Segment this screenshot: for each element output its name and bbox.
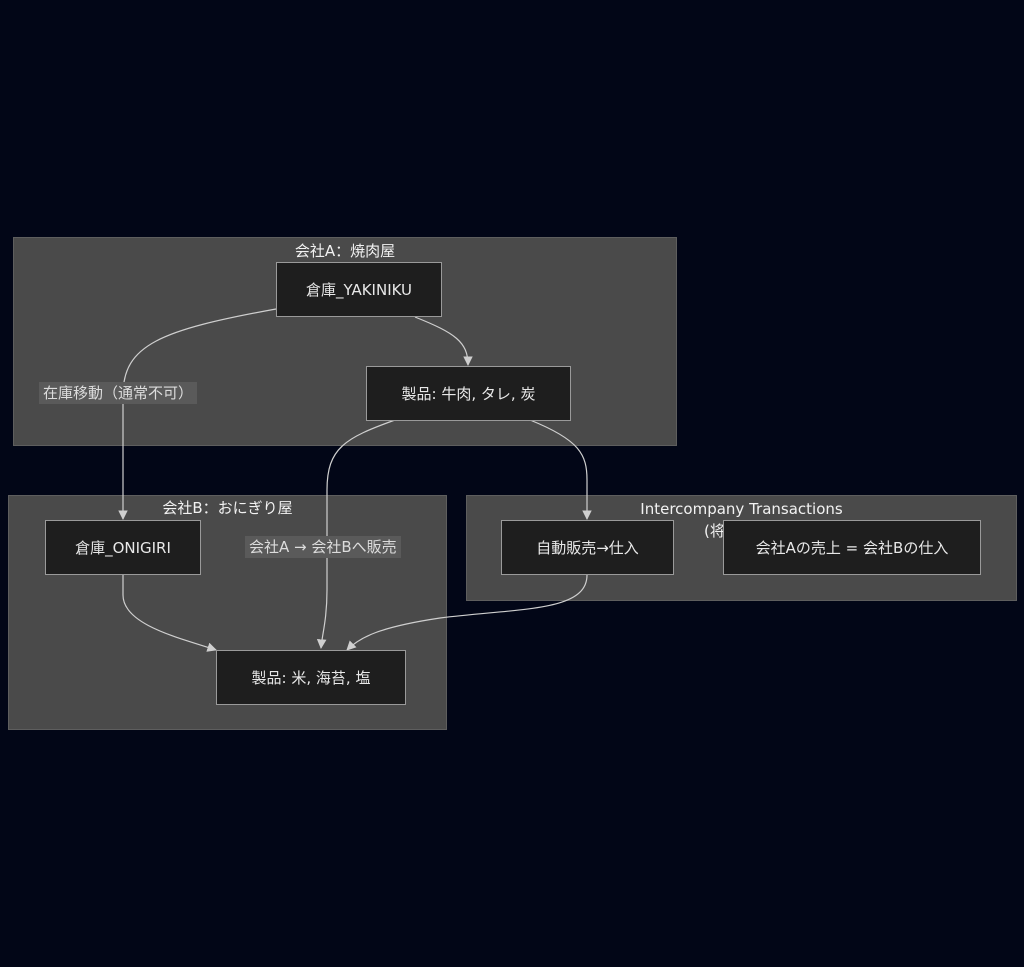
node-warehouse-onigiri: 倉庫_ONIGIRI (45, 520, 201, 575)
edge-label-a-to-b-sale: 会社A → 会社Bへ販売 (245, 536, 401, 558)
edge-label-stock-transfer: 在庫移動（通常不可） (39, 382, 198, 404)
node-warehouse-yakiniku: 倉庫_YAKINIKU (276, 262, 442, 317)
cluster-intercompany-subtitle: (将 (704, 522, 725, 540)
cluster-intercompany-title: Intercompany Transactions (640, 500, 843, 518)
node-sales-equals-purchase: 会社Aの売上 = 会社Bの仕入 (723, 520, 981, 575)
node-products-b: 製品: 米, 海苔, 塩 (216, 650, 406, 705)
node-products-a: 製品: 牛肉, タレ, 炭 (366, 366, 571, 421)
cluster-company-a-title: 会社A：焼肉屋 (294, 242, 396, 260)
cluster-company-b-title: 会社B：おにぎり屋 (162, 499, 293, 517)
node-auto-sale: 自動販売→仕入 (501, 520, 674, 575)
